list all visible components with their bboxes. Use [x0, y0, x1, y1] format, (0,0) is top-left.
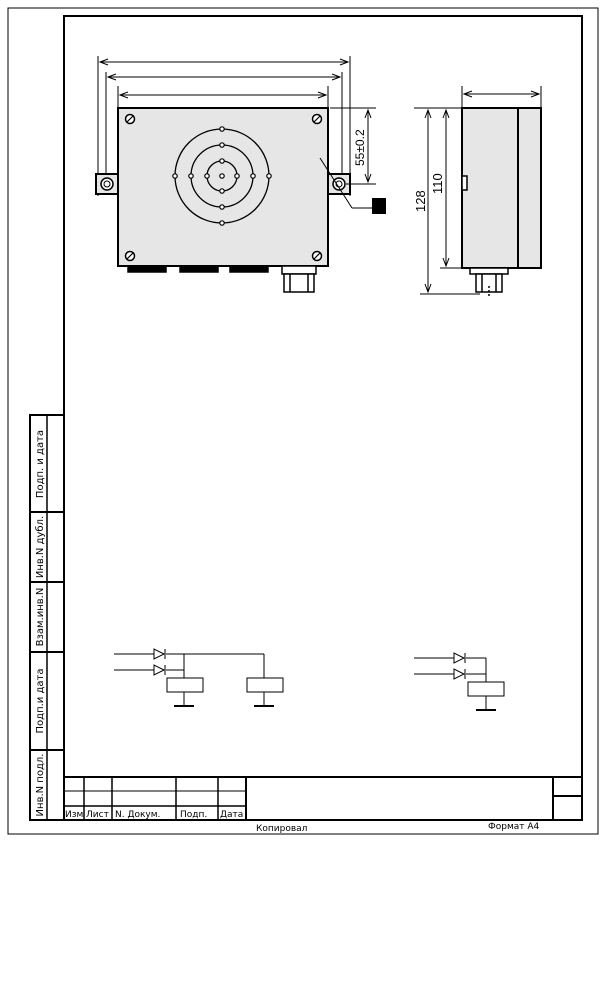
tolerance-label: 55±0.2 — [353, 129, 367, 166]
side-cable-gland — [469, 267, 509, 298]
col-change: Изм — [65, 810, 83, 820]
corner-screws — [124, 113, 323, 262]
schematic-right — [414, 652, 505, 711]
col-signature: Подп. — [180, 810, 207, 820]
enclosure-body-front — [117, 107, 329, 267]
schematic-left — [114, 648, 284, 707]
col-date: Дата — [220, 810, 243, 820]
leader-marker — [372, 198, 386, 214]
side-latch — [461, 175, 468, 191]
title-block — [64, 776, 582, 820]
front-overall-dimension — [97, 56, 351, 196]
front-view: 55±0.2 — [95, 56, 386, 293]
outer-border — [7, 7, 599, 835]
height-label: 110 — [430, 173, 445, 194]
side-stamp-duplicate-inv: Инв.N дубл. — [35, 516, 46, 578]
side-stamp-signature-date-2: Подп.и дата — [35, 669, 46, 734]
col-sheet: Лист — [86, 810, 109, 820]
side-stamp-original-inv: Инв.N подл. — [35, 754, 46, 817]
enclosure-body-side — [461, 107, 542, 269]
leader-line — [319, 157, 372, 209]
side-stamp-replacement-inv: Взам.инв.N — [35, 588, 46, 647]
mounting-ear-left — [95, 173, 119, 195]
side-stamp-signature-date-1: Подп. и дата — [35, 430, 46, 498]
col-doc-number: N. Докум. — [115, 810, 160, 820]
bottom-cable-glands — [127, 265, 317, 293]
side-stamp — [29, 414, 65, 821]
format-label: Формат А4 — [488, 822, 540, 832]
tolerance-dimension — [330, 107, 376, 185]
ring-contact-points — [172, 126, 272, 226]
depth-label: 128 — [413, 190, 428, 212]
copied-label: Копировал — [256, 824, 307, 834]
side-view: 110 128 — [413, 86, 542, 298]
